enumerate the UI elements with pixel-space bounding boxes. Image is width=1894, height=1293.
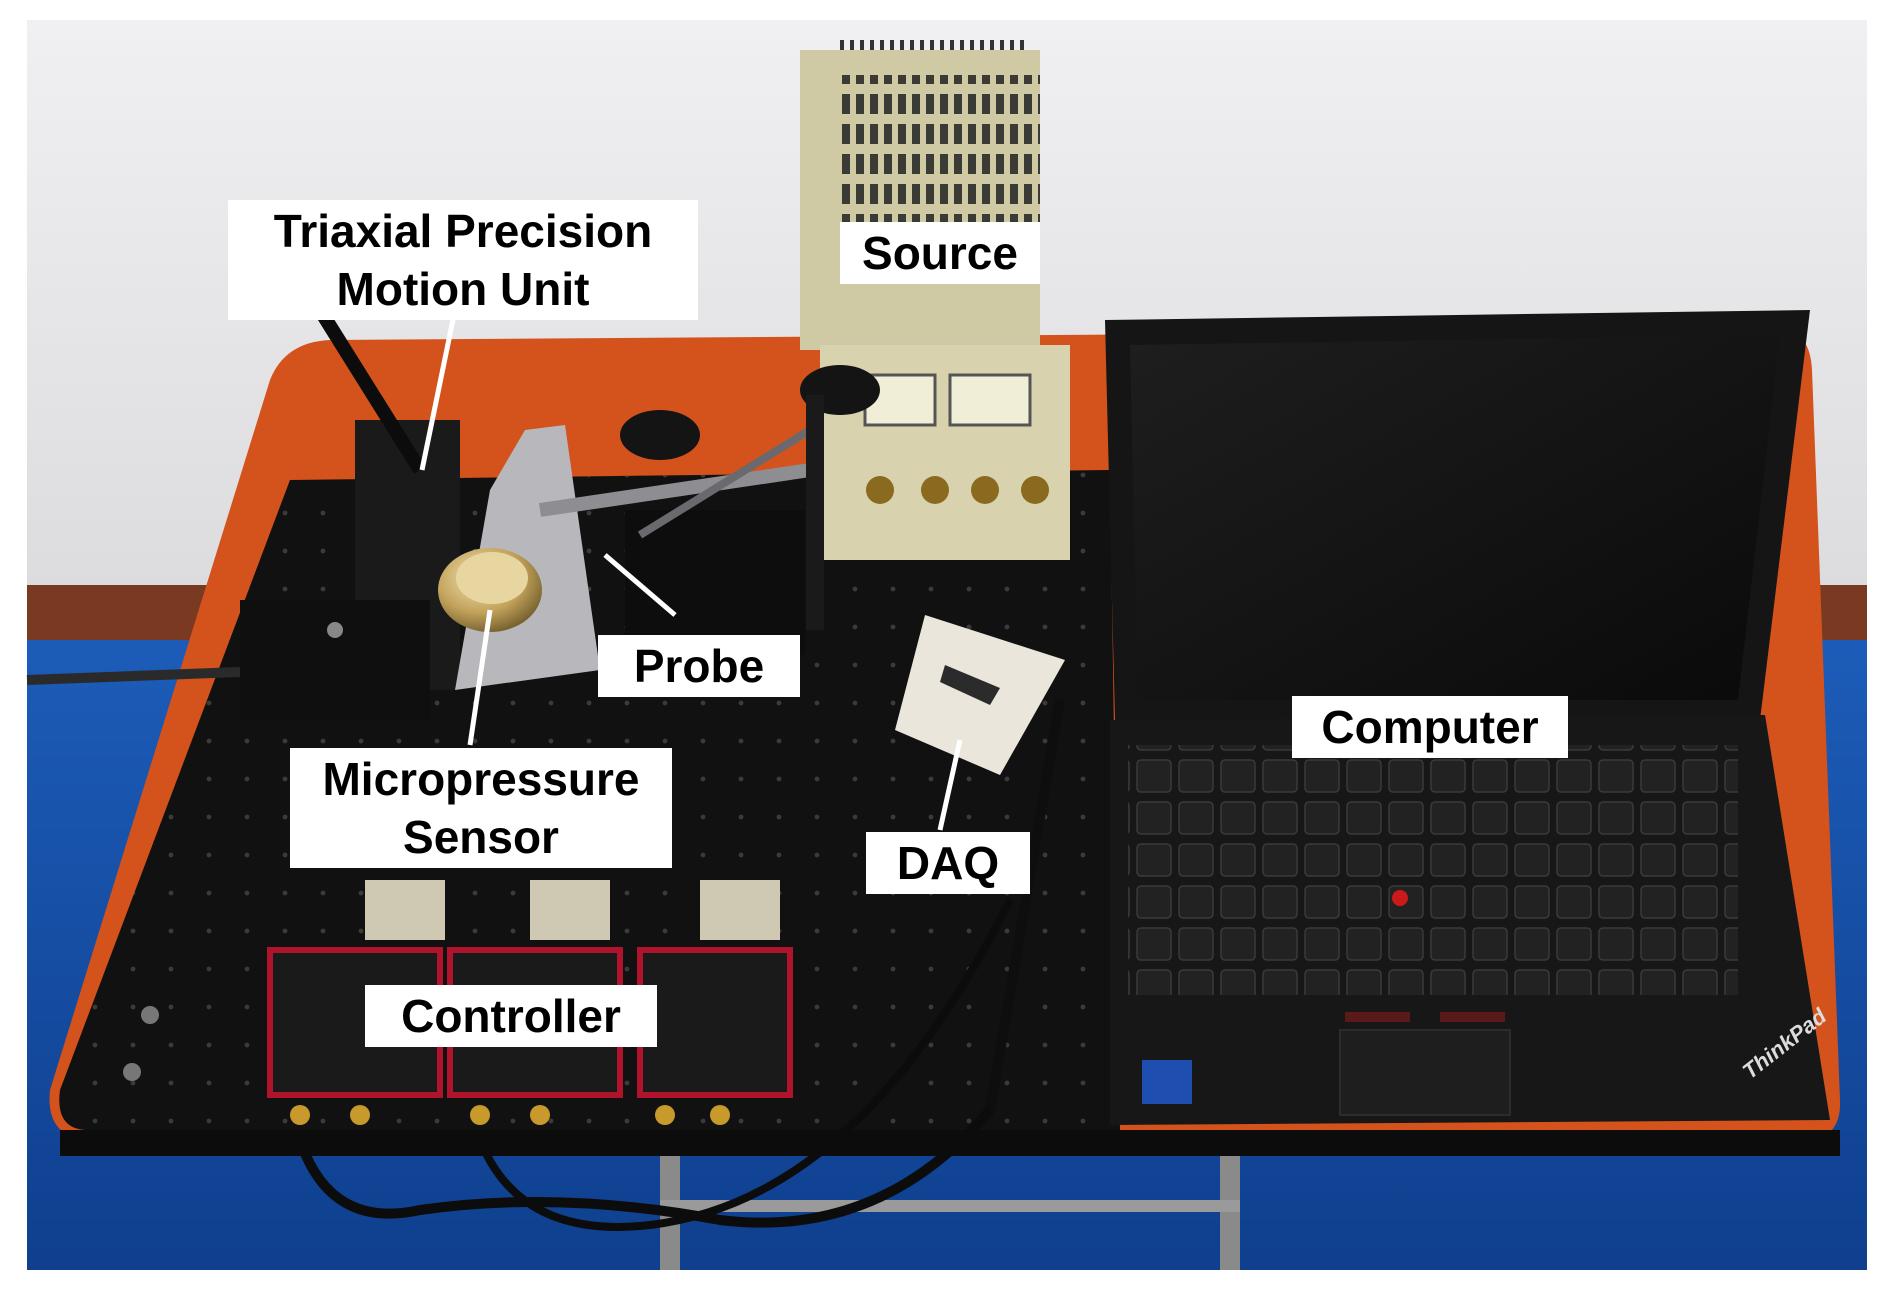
micropressure-sensor-top	[456, 552, 528, 604]
leader-lines	[419, 309, 963, 831]
mount-screw	[123, 1063, 141, 1081]
label-computer: Computer	[1292, 696, 1568, 758]
stage-micrometer	[26, 667, 241, 685]
leader-line-probe	[603, 553, 677, 617]
label-probe: Probe	[598, 635, 800, 697]
daq-logo	[940, 665, 1000, 705]
stage-screw	[327, 622, 343, 638]
source-meter-right	[948, 373, 1032, 427]
label-triaxial-line1: Triaxial Precision	[273, 205, 653, 257]
label-triaxial-precision-motion-unit: Triaxial Precision Motion Unit	[228, 200, 698, 320]
label-micropressure-line1: Micropressure	[322, 753, 640, 805]
probe-holder-post	[625, 510, 805, 655]
label-probe-text: Probe	[633, 640, 765, 692]
label-micropressure-sensor: Micropressure Sensor	[290, 748, 672, 868]
touchpad-button-left	[1345, 1012, 1410, 1022]
mount-screw	[141, 1006, 159, 1024]
source-knob	[921, 476, 949, 504]
label-triaxial-line2: Motion Unit	[336, 263, 590, 315]
controller-connector	[365, 880, 445, 940]
controller-connector	[530, 880, 610, 940]
leader-line-sensor	[467, 609, 493, 746]
controller-unit	[637, 947, 793, 1098]
stage-base	[240, 600, 430, 720]
bnc-connector	[710, 1105, 730, 1125]
laptop: ThinkPad	[1105, 310, 1832, 1125]
stage-cable	[314, 306, 426, 474]
laptop-keyboard	[1128, 745, 1738, 995]
power-source	[800, 40, 1070, 560]
source-vents	[840, 75, 1040, 225]
source-knob	[866, 476, 894, 504]
label-source-text: Source	[862, 227, 1018, 279]
label-daq-text: DAQ	[896, 837, 1000, 889]
bnc-connector	[655, 1105, 675, 1125]
source-knob	[971, 476, 999, 504]
label-controller-text: Controller	[401, 990, 621, 1042]
bnc-connector	[470, 1105, 490, 1125]
bnc-connector	[350, 1105, 370, 1125]
label-controller: Controller	[365, 985, 657, 1047]
trackpoint	[1392, 890, 1408, 906]
touchpad	[1339, 1029, 1511, 1116]
label-micropressure-line2: Sensor	[403, 811, 559, 863]
probe-clamp-knob	[620, 410, 700, 460]
table-crossbar	[660, 1200, 1240, 1212]
intel-sticker	[1142, 1060, 1192, 1104]
laptop-screen	[1130, 335, 1780, 700]
label-computer-text: Computer	[1321, 701, 1539, 753]
bnc-connector	[530, 1105, 550, 1125]
daq-device	[895, 615, 1065, 1111]
leader-line-daq	[937, 739, 963, 831]
label-daq: DAQ	[866, 832, 1030, 894]
label-source: Source	[840, 222, 1040, 284]
controller-connector	[700, 880, 780, 940]
touchpad-button-right	[1440, 1012, 1505, 1022]
source-knob	[1021, 476, 1049, 504]
controller-cables	[295, 1106, 994, 1228]
probe-rod	[637, 426, 813, 539]
table-leg	[1220, 1156, 1240, 1270]
bnc-connector	[290, 1105, 310, 1125]
controller-cables	[476, 898, 1014, 1231]
triaxial-motion-stage	[26, 306, 460, 1081]
leader-line-triaxial	[419, 309, 458, 471]
probe-arm	[538, 463, 812, 517]
daq-cable	[985, 699, 1065, 1111]
